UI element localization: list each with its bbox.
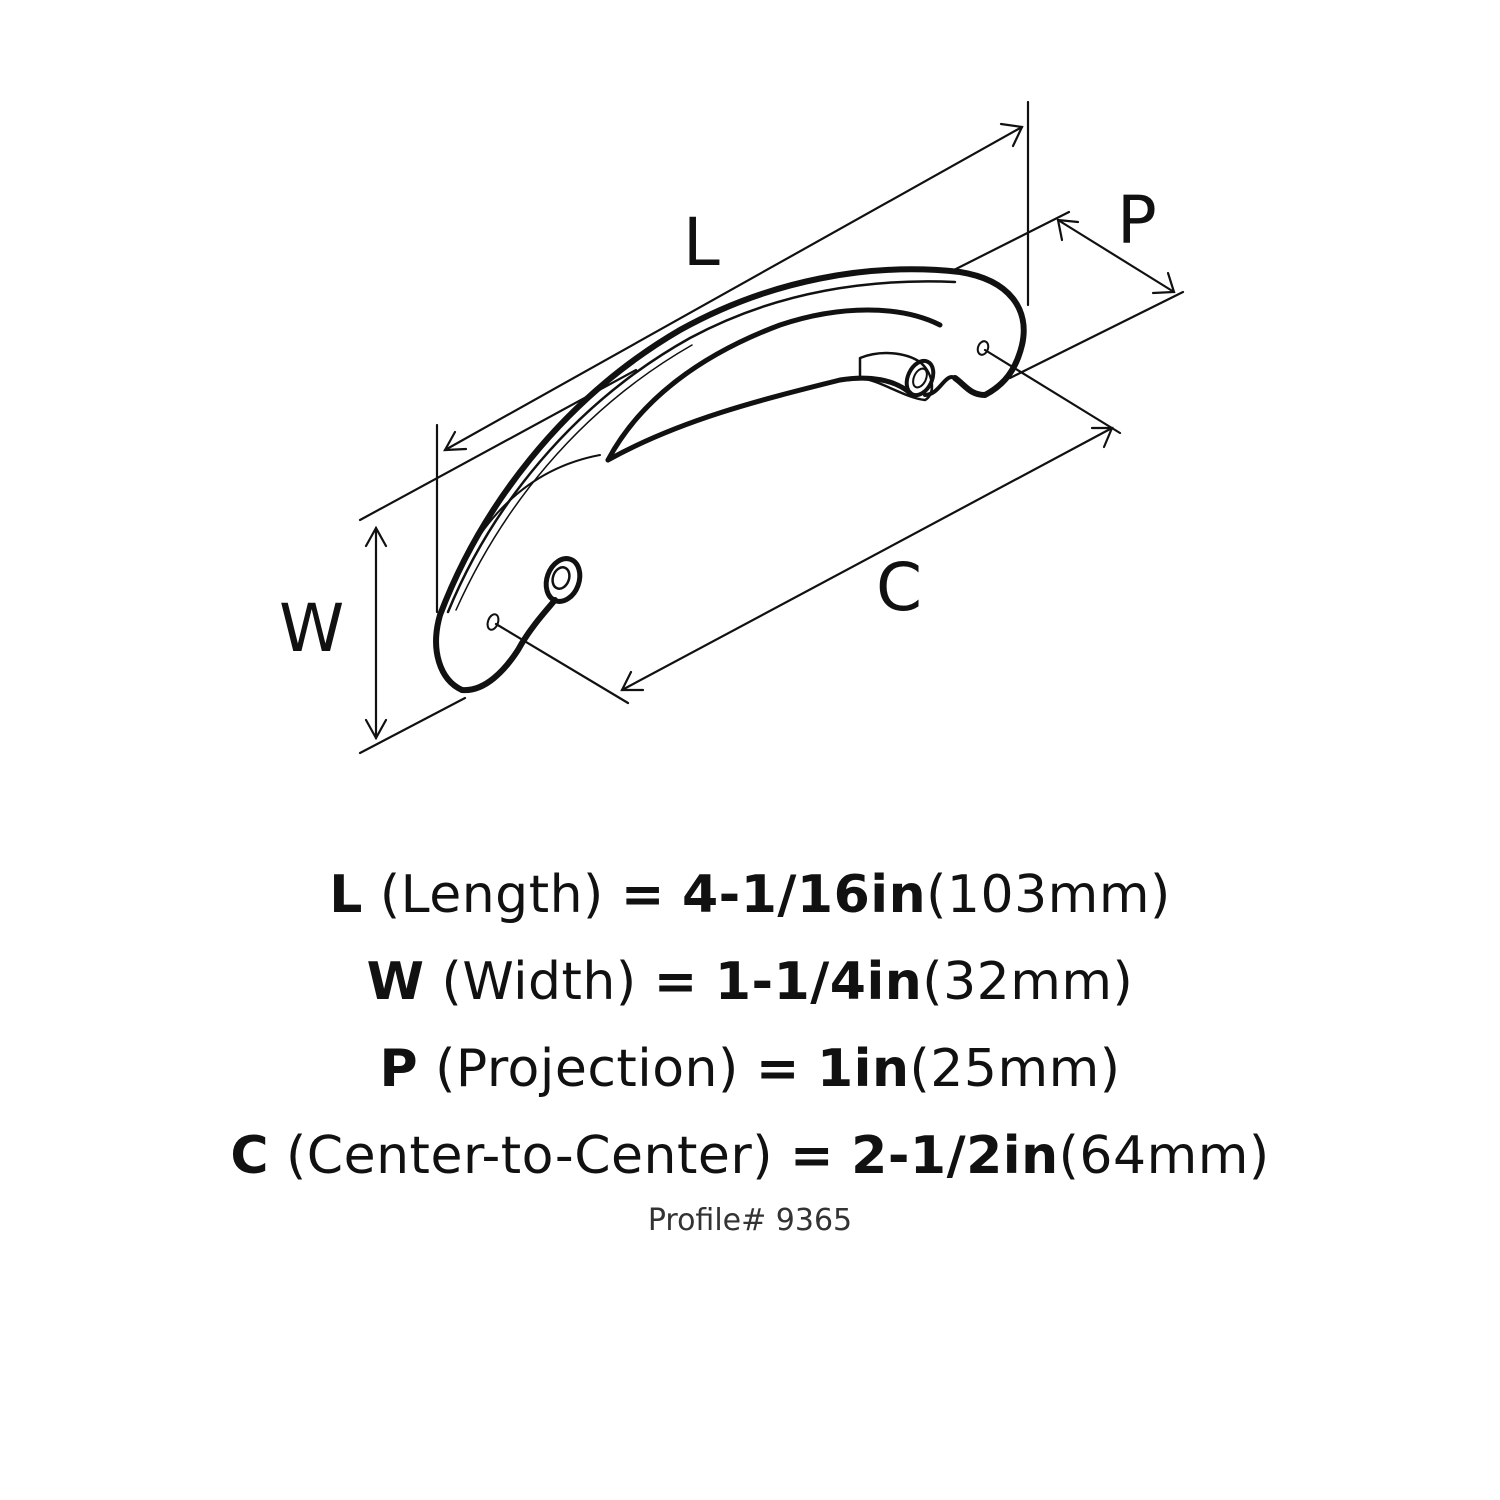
spec-key: C <box>230 1126 269 1186</box>
spec-name: (Length) <box>379 865 604 925</box>
center-to-center-dimension-line <box>620 426 1114 692</box>
spec-name: (Projection) <box>435 1039 739 1099</box>
dimension-specs: L (Length) = 4-1/16in(103mm) W (Width) =… <box>0 852 1500 1200</box>
handle-inner-arch <box>605 307 943 463</box>
projection-dimension-line <box>1056 218 1176 294</box>
spec-width: W (Width) = 1-1/4in(32mm) <box>0 939 1500 1026</box>
length-dimension-line <box>443 125 1024 452</box>
spec-imperial: 1in <box>816 1039 910 1099</box>
spec-imperial: 2-1/2in <box>851 1126 1059 1186</box>
spec-metric: (25mm) <box>909 1039 1121 1099</box>
spec-metric: (103mm) <box>926 865 1171 925</box>
spec-equals: = <box>620 865 665 925</box>
spec-imperial: 1-1/4in <box>714 952 923 1012</box>
spec-name: (Width) <box>441 952 637 1012</box>
profile-number: Profile# 9365 <box>647 1203 853 1238</box>
spec-length: L (Length) = 4-1/16in(103mm) <box>0 852 1500 939</box>
spec-name: (Center-to-Center) <box>286 1126 773 1186</box>
spec-metric: (64mm) <box>1058 1126 1270 1186</box>
spec-metric: (32mm) <box>922 952 1134 1012</box>
spec-key: W <box>366 952 425 1012</box>
spec-equals: = <box>755 1039 800 1099</box>
spec-equals: = <box>653 952 698 1012</box>
spec-projection: P (Projection) = 1in(25mm) <box>0 1026 1500 1113</box>
spec-center-to-center: C (Center-to-Center) = 2-1/2in(64mm) <box>0 1113 1500 1200</box>
spec-equals: = <box>790 1126 835 1186</box>
projection-label: P <box>1117 182 1157 259</box>
width-label: W <box>279 590 345 667</box>
spec-key: P <box>379 1039 419 1099</box>
pull-drawing <box>358 100 1185 755</box>
length-label: L <box>683 204 720 281</box>
center-to-center-label: C <box>876 549 923 626</box>
spec-key: L <box>329 865 363 925</box>
cabinet-pull-dimension-diagram: L P C W <box>279 100 1185 755</box>
spec-imperial: 4-1/16in <box>681 865 927 925</box>
